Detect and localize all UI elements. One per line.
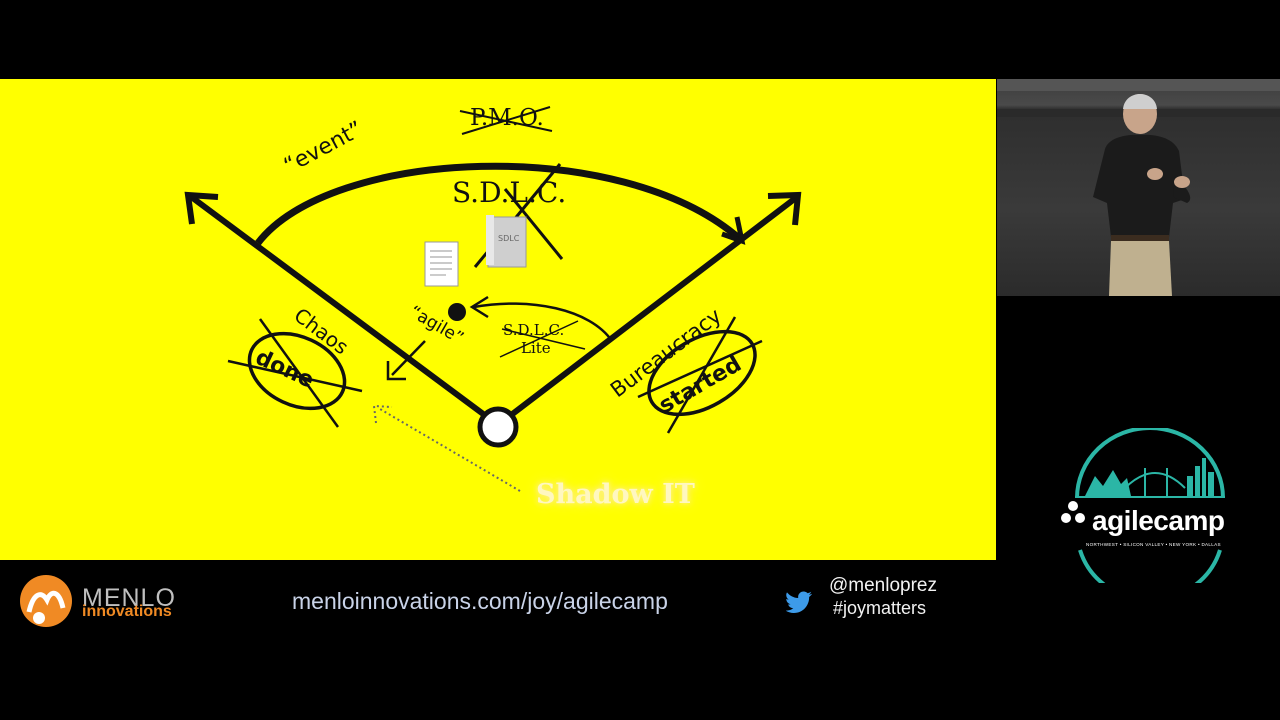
sdlc-lite-label-1: S.D.L.C. xyxy=(503,321,565,339)
speaker-video xyxy=(997,79,1280,296)
twitter-bird-icon xyxy=(786,591,813,613)
menlo-logo-name: MENLO xyxy=(82,584,176,612)
started-ellipse xyxy=(647,329,757,417)
baseball-diamond-diagram xyxy=(184,106,802,492)
outfield-arc xyxy=(255,162,743,246)
ball xyxy=(448,303,466,321)
sdlc-binder-tag: SDLC xyxy=(498,234,520,243)
left-foul-line xyxy=(188,193,500,428)
pmo-label: P.M.O. xyxy=(470,105,544,131)
speaker-figure xyxy=(997,79,1280,296)
agilecamp-name: agilecamp xyxy=(1092,505,1225,536)
left-arrowhead xyxy=(184,191,219,225)
right-foul-line xyxy=(496,194,799,428)
agilecamp-locations: NORTHWEST • SILICON VALLEY • NEW YORK • … xyxy=(1086,542,1221,547)
presentation-slide: P.M.O. S.D.L.C. “event” Chaos “agile” S.… xyxy=(0,79,996,560)
home-plate xyxy=(477,406,519,448)
done-ellipse xyxy=(247,331,347,411)
agile-arrow xyxy=(391,340,426,376)
sdlc-lite-arrow xyxy=(473,302,614,342)
agilecamp-skyline-logo xyxy=(1061,428,1225,583)
right-arrowhead xyxy=(767,191,802,226)
menlo-logo-icon xyxy=(20,575,72,627)
arc-arrowhead xyxy=(721,216,746,245)
hashtag[interactable]: #joymatters xyxy=(833,598,927,618)
shadow-it-label: Shadow IT xyxy=(536,479,695,510)
sdlc-lite-label-2: Lite xyxy=(521,339,551,357)
menlo-logo-subtitle: innovations xyxy=(82,603,172,620)
sdlc-label: S.D.L.C. xyxy=(452,176,567,209)
shadow-it-arrow xyxy=(379,408,521,492)
document-icon xyxy=(424,241,459,287)
twitter-handle[interactable]: @menloprez xyxy=(829,575,937,596)
agilecamp-link[interactable]: menloinnovations.com/joy/agilecamp xyxy=(292,588,668,614)
sdlc-binder-icon xyxy=(486,215,527,268)
